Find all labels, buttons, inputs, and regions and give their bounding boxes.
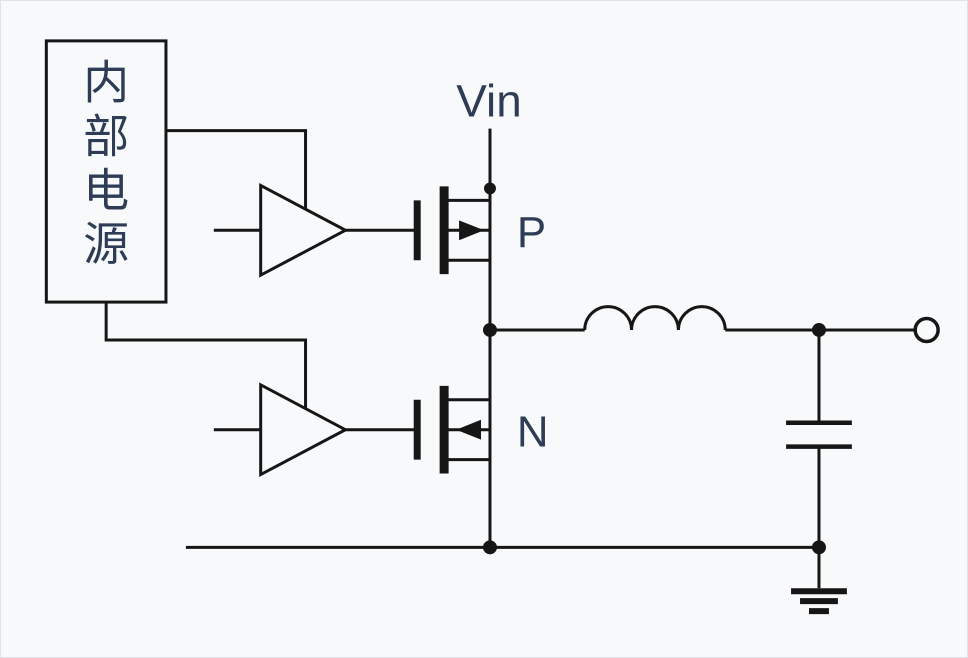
pmos-label: P <box>517 208 546 257</box>
nmos-low-side: N <box>413 329 549 548</box>
pmos-arrow <box>459 220 484 241</box>
vin-label: Vin <box>456 75 521 127</box>
supply-box-label-char-3: 电 <box>83 164 129 216</box>
output-terminal <box>913 316 940 344</box>
internal-power-supply-box: 内 部 电 源 <box>44 39 168 304</box>
ground-symbol <box>791 547 847 615</box>
supply-wire-bottom-buffer <box>104 302 308 409</box>
nmos-arrow <box>456 419 482 440</box>
buffer-top-triangle <box>259 182 349 278</box>
supply-box-label-char-1: 内 <box>83 57 129 109</box>
nmos-label: N <box>517 408 549 457</box>
output-inductor <box>489 305 915 332</box>
supply-wire-top-buffer <box>165 129 308 210</box>
buffer-bottom-triangle <box>259 382 349 478</box>
vin-input: Vin <box>456 75 522 195</box>
gate-driver-bottom <box>213 382 415 478</box>
pmos-high-side: P <box>413 185 546 330</box>
supply-box-label-char-4: 源 <box>83 218 129 270</box>
supply-box-label-char-2: 部 <box>83 111 129 163</box>
output-capacitor <box>786 329 852 548</box>
inductor-coil <box>583 305 727 331</box>
gate-driver-top <box>213 182 415 278</box>
rail-junction-dot-left <box>483 540 497 555</box>
